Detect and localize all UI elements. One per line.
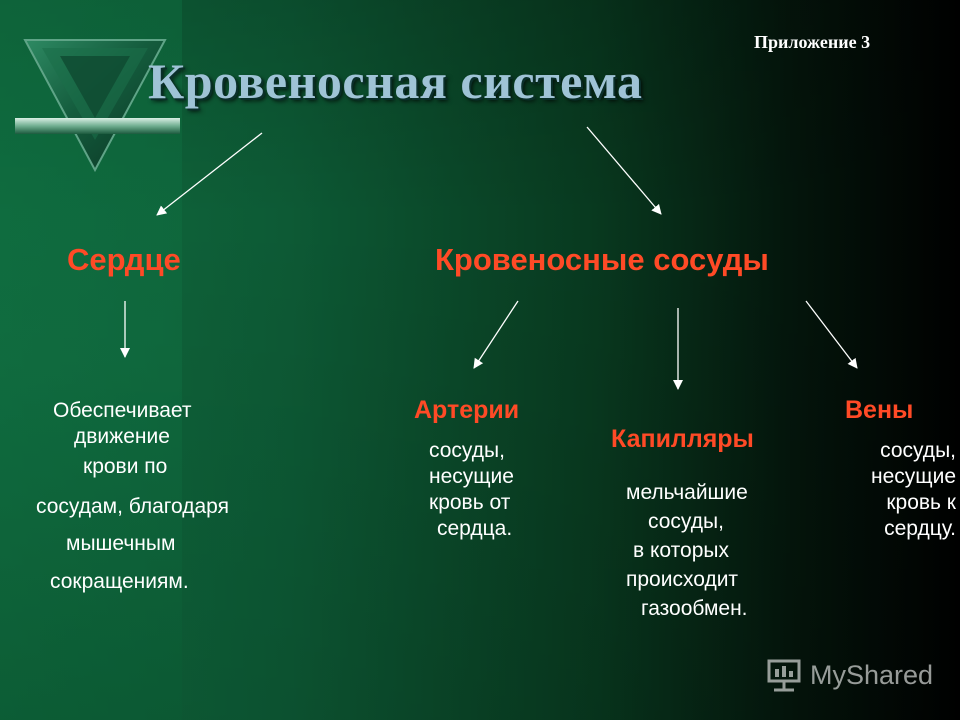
description-line: сокращениям. bbox=[50, 569, 189, 593]
arrow-title-to-vessels bbox=[586, 126, 662, 215]
heart-description: Обеспечивает движение крови по сосудам, … bbox=[34, 392, 314, 600]
presentation-board-icon bbox=[767, 659, 801, 692]
heart-heading: Сердце bbox=[67, 242, 181, 277]
description-line: сосудам, благодаря bbox=[36, 494, 229, 518]
description-line: несущие bbox=[871, 465, 956, 488]
veins-heading: Вены bbox=[845, 396, 914, 424]
description-line: сердца. bbox=[437, 517, 513, 540]
capillaries-description: мельчайшие сосуды, в которых происходит … bbox=[624, 478, 794, 623]
description-line: сосуды, bbox=[648, 510, 724, 533]
description-line: сосуды, bbox=[429, 439, 505, 462]
description-line: несущие bbox=[429, 465, 514, 488]
arrow-vessels-to-arteries bbox=[473, 300, 519, 369]
description-line: происходит bbox=[626, 568, 739, 591]
description-line: газообмен. bbox=[641, 597, 748, 620]
description-line: крови по bbox=[83, 455, 168, 478]
description-line: сосуды, bbox=[880, 439, 956, 462]
capillaries-heading: Капилляры bbox=[611, 425, 754, 453]
vessels-heading: Кровеносные сосуды bbox=[435, 242, 769, 277]
slide-title: Кровеносная система bbox=[148, 53, 643, 109]
veins-description: сосуды, несущие кровь к сердцу. bbox=[844, 438, 956, 542]
arteries-description: сосуды, несущие кровь от сердца. bbox=[426, 438, 556, 542]
description-line: сердцу. bbox=[884, 517, 956, 540]
myshared-watermark: MyShared bbox=[766, 655, 933, 695]
watermark-text: MyShared bbox=[810, 659, 934, 690]
arrow-vessels-to-veins bbox=[805, 300, 858, 369]
description-line: кровь от bbox=[429, 491, 511, 514]
description-line: Обеспечивает bbox=[53, 399, 192, 422]
appendix-label: Приложение 3 bbox=[754, 32, 871, 52]
description-line: кровь к bbox=[886, 491, 956, 514]
emerald-triangle-icon bbox=[15, 39, 180, 173]
description-line: в которых bbox=[633, 539, 729, 562]
description-line: мышечным bbox=[66, 532, 176, 555]
description-line: мельчайшие bbox=[626, 481, 748, 504]
arteries-heading: Артерии bbox=[414, 396, 520, 424]
arrow-title-to-heart bbox=[156, 132, 263, 216]
description-line: движение bbox=[74, 424, 170, 448]
